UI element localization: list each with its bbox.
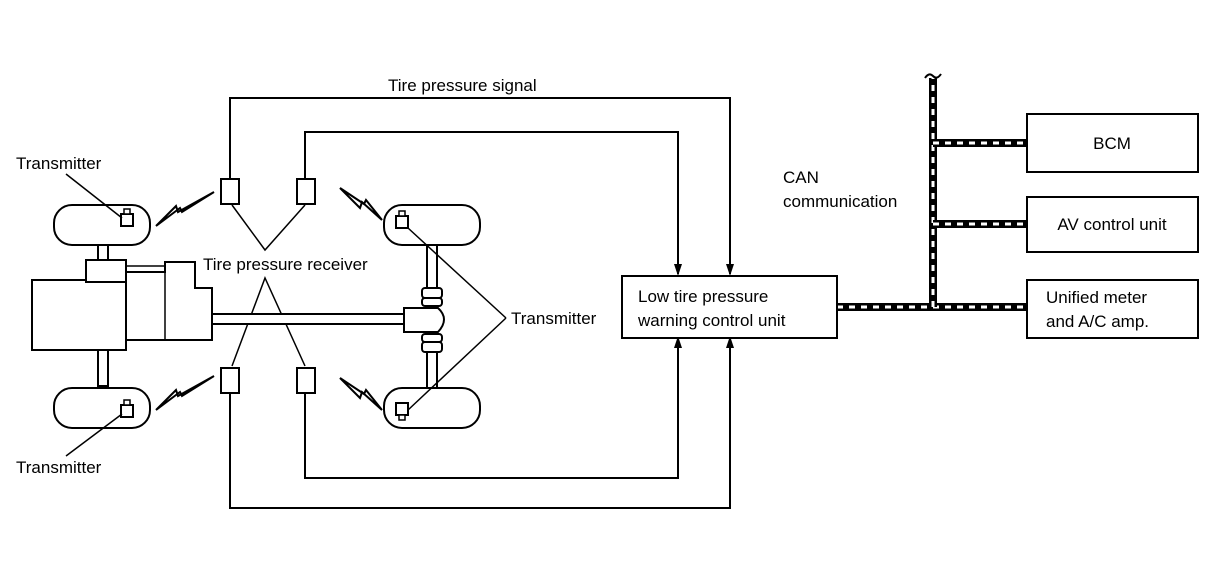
tire-pressure-receivers bbox=[220, 178, 316, 394]
radio-signal-fr-icon bbox=[339, 187, 383, 221]
transmitter-leader-lines bbox=[65, 173, 507, 457]
arrow-head bbox=[674, 264, 682, 276]
leader-receiver-top bbox=[231, 204, 306, 252]
leader-transmitter-bottom-left bbox=[65, 413, 123, 457]
engine-block bbox=[31, 279, 127, 351]
radio-signals bbox=[155, 187, 383, 411]
low-tire-pressure-unit-box bbox=[621, 275, 838, 339]
av-control-unit-box bbox=[1026, 196, 1199, 253]
vehicle-chassis bbox=[31, 235, 445, 391]
signal-line-outer-top bbox=[229, 97, 731, 274]
unified-meter-box bbox=[1026, 279, 1199, 339]
cv-joint bbox=[421, 341, 443, 353]
can-bus bbox=[837, 73, 1027, 311]
wheel-rear-left-side bbox=[53, 387, 151, 429]
radio-signal-fl-icon bbox=[155, 191, 215, 227]
receiver-rear-left bbox=[220, 367, 240, 394]
arrow-head bbox=[674, 336, 682, 348]
text-labels: Tire pressure signal Transmitter Transmi… bbox=[16, 76, 1167, 477]
receiver-leader-lines bbox=[231, 204, 306, 367]
unified-meter-label-line1: Unified meter bbox=[1046, 288, 1147, 307]
tire-pressure-receiver-label: Tire pressure receiver bbox=[203, 255, 368, 274]
av-control-unit-label: AV control unit bbox=[1057, 215, 1167, 234]
leader-transmitter-right-lower bbox=[407, 317, 507, 411]
cv-joint bbox=[421, 333, 443, 343]
transmitter-label-top-left: Transmitter bbox=[16, 154, 102, 173]
receiver-rear-right bbox=[296, 367, 316, 394]
bcm-label: BCM bbox=[1093, 134, 1131, 153]
engine-top bbox=[85, 259, 127, 283]
signal-line-outer-bottom bbox=[229, 338, 731, 509]
can-label-line1: CAN bbox=[783, 168, 819, 187]
transmitter-label-right: Transmitter bbox=[511, 309, 597, 328]
transmitter-icon-fr bbox=[395, 210, 409, 229]
radio-signal-rl-icon bbox=[155, 375, 215, 411]
cv-joint bbox=[421, 297, 443, 307]
arrow-head bbox=[726, 336, 734, 348]
bcm-box bbox=[1026, 113, 1199, 173]
rear-differential bbox=[403, 307, 445, 333]
transmitter-icon-fl bbox=[120, 208, 134, 227]
tire-pressure-signal-wiring bbox=[229, 97, 734, 509]
leader-receiver-bottom bbox=[231, 276, 306, 367]
unified-meter-label-line2: and A/C amp. bbox=[1046, 312, 1149, 331]
can-continuation-break-icon bbox=[924, 73, 942, 79]
transmitter-icon-rl bbox=[120, 399, 134, 418]
signal-line-inner-bottom bbox=[304, 338, 679, 479]
arrow-head bbox=[726, 264, 734, 276]
radio-signal-rr-icon bbox=[339, 377, 383, 411]
can-label-line2: communication bbox=[783, 192, 897, 211]
receiver-front-right bbox=[296, 178, 316, 205]
low-tire-unit-label-line1: Low tire pressure bbox=[638, 287, 768, 306]
signal-line-inner-top bbox=[304, 131, 679, 274]
low-tire-unit-label-line2: warning control unit bbox=[637, 311, 786, 330]
transmission bbox=[125, 261, 213, 341]
leader-transmitter-right-upper bbox=[407, 227, 507, 319]
cv-joint bbox=[421, 287, 443, 299]
receiver-front-left bbox=[220, 178, 240, 205]
wheel-front-left bbox=[53, 204, 151, 246]
transmitter-label-bottom-left: Transmitter bbox=[16, 458, 102, 477]
tire-pressure-signal-label: Tire pressure signal bbox=[388, 76, 537, 95]
propeller-shaft bbox=[211, 313, 405, 325]
control-units bbox=[621, 113, 1199, 339]
leader-transmitter-top-left bbox=[65, 173, 123, 219]
